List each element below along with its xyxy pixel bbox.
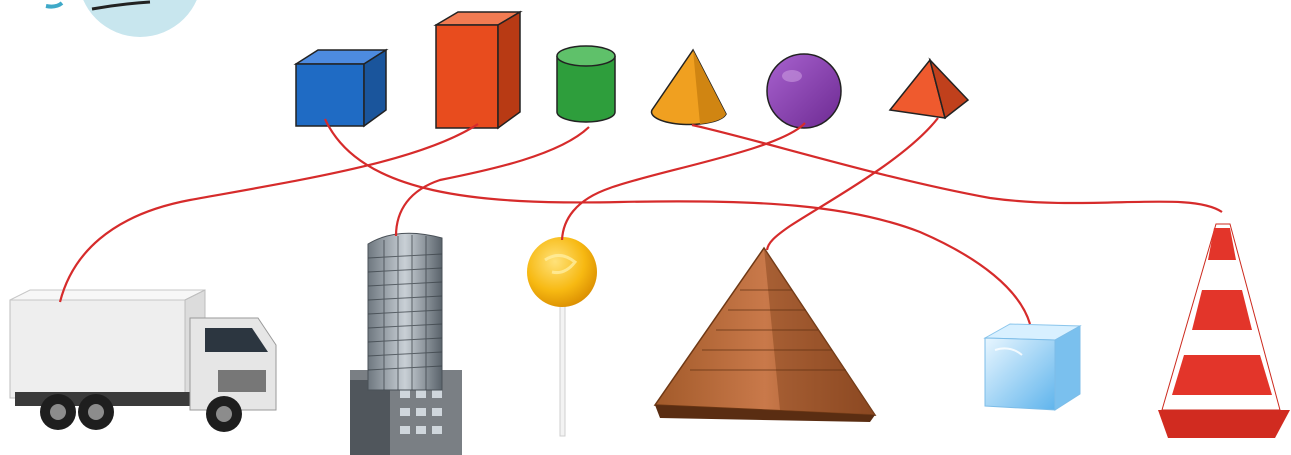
pyramid-shape[interactable] — [890, 60, 968, 118]
cuboid-shape[interactable] — [436, 12, 520, 128]
corner-badge — [46, 0, 202, 37]
sphere-to-lollipop-line — [562, 123, 805, 240]
cone-to-traffic-cone-line — [692, 125, 1222, 212]
cube-shape[interactable] — [296, 50, 386, 126]
truck-image[interactable] — [10, 290, 276, 432]
ice-cube-image[interactable] — [985, 324, 1080, 410]
cylinder-shape[interactable] — [557, 46, 615, 122]
cylinder-to-skyscraper-line — [396, 127, 589, 236]
cone-shape[interactable] — [652, 50, 726, 124]
traffic-cone-image[interactable] — [1158, 224, 1290, 438]
lollipop-image[interactable] — [527, 237, 597, 436]
sphere-shape[interactable] — [767, 54, 841, 128]
egyptian-pyramid-image[interactable] — [655, 248, 875, 422]
skyscraper-image[interactable] — [350, 233, 462, 455]
